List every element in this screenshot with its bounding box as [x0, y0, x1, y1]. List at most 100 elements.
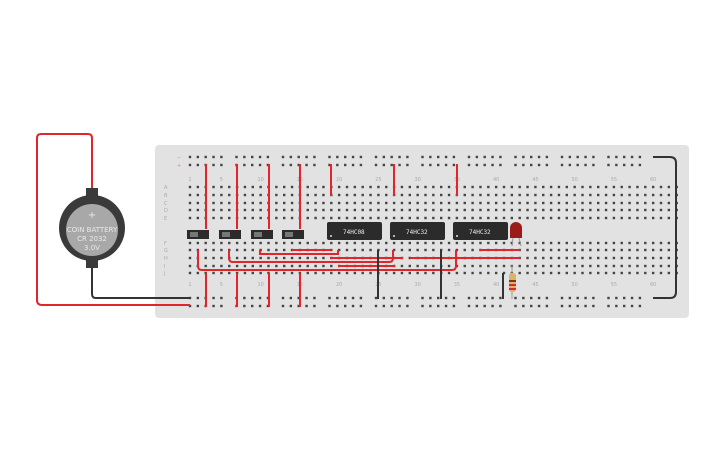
hole[interactable] [408, 208, 411, 212]
hole[interactable] [408, 271, 411, 275]
hole[interactable] [290, 216, 294, 220]
hole[interactable] [597, 256, 600, 260]
hole[interactable] [424, 248, 427, 252]
hole[interactable] [487, 201, 490, 205]
hole[interactable] [628, 201, 631, 205]
hole[interactable] [636, 248, 639, 252]
hole[interactable] [667, 185, 671, 189]
hole[interactable] [220, 163, 223, 167]
hole[interactable] [514, 155, 517, 159]
hole[interactable] [565, 208, 568, 212]
hole[interactable] [560, 296, 564, 300]
hole[interactable] [322, 271, 325, 275]
hole[interactable] [337, 185, 341, 189]
hole[interactable] [416, 241, 419, 245]
hole[interactable] [581, 201, 584, 205]
hole[interactable] [437, 155, 440, 159]
hole[interactable] [491, 155, 494, 159]
hole[interactable] [479, 193, 482, 197]
hole[interactable] [667, 256, 671, 260]
hole[interactable] [290, 256, 294, 260]
hole[interactable] [597, 193, 600, 197]
hole[interactable] [447, 208, 451, 212]
hole[interactable] [382, 163, 386, 167]
hole[interactable] [196, 155, 200, 159]
hole[interactable] [628, 264, 631, 268]
hole[interactable] [628, 216, 631, 220]
hole[interactable] [289, 155, 293, 159]
hole[interactable] [251, 296, 254, 300]
hole[interactable] [589, 271, 592, 275]
hole[interactable] [638, 163, 642, 167]
hole[interactable] [568, 296, 572, 300]
hole[interactable] [344, 163, 347, 167]
hole[interactable] [479, 264, 482, 268]
hole[interactable] [530, 163, 533, 167]
hole[interactable] [499, 155, 502, 159]
hole[interactable] [188, 155, 192, 159]
hole[interactable] [534, 208, 537, 212]
hole[interactable] [592, 163, 595, 167]
hole[interactable] [361, 185, 364, 189]
hole[interactable] [313, 304, 316, 308]
hole[interactable] [452, 296, 456, 300]
hole[interactable] [630, 155, 634, 159]
hole[interactable] [251, 155, 254, 159]
hole[interactable] [514, 304, 517, 308]
hole[interactable] [369, 248, 372, 252]
hole[interactable] [494, 216, 498, 220]
hole[interactable] [447, 201, 451, 205]
hole[interactable] [526, 201, 529, 205]
hole[interactable] [487, 271, 490, 275]
hole[interactable] [437, 304, 440, 308]
hole[interactable] [275, 248, 278, 252]
hole[interactable] [188, 264, 192, 268]
hole[interactable] [204, 241, 207, 245]
slide-switch-3[interactable] [251, 230, 273, 239]
hole[interactable] [196, 201, 200, 205]
hole[interactable] [667, 208, 671, 212]
hole[interactable] [612, 241, 616, 245]
hole[interactable] [369, 193, 372, 197]
hole[interactable] [549, 264, 553, 268]
hole[interactable] [281, 296, 285, 300]
hole[interactable] [589, 208, 592, 212]
hole[interactable] [589, 201, 592, 205]
hole[interactable] [353, 216, 357, 220]
hole[interactable] [385, 185, 388, 189]
hole[interactable] [251, 271, 254, 275]
hole[interactable] [518, 216, 521, 220]
hole[interactable] [612, 193, 616, 197]
hole[interactable] [467, 304, 471, 308]
hole[interactable] [392, 216, 396, 220]
hole[interactable] [361, 193, 364, 197]
hole[interactable] [377, 193, 380, 197]
hole[interactable] [266, 163, 270, 167]
hole[interactable] [518, 201, 521, 205]
hole[interactable] [630, 304, 634, 308]
hole[interactable] [289, 296, 293, 300]
hole[interactable] [502, 264, 506, 268]
hole[interactable] [545, 155, 549, 159]
hole[interactable] [322, 193, 325, 197]
hole[interactable] [408, 248, 411, 252]
slide-switch-4[interactable] [282, 230, 304, 239]
hole[interactable] [392, 248, 396, 252]
hole[interactable] [463, 185, 466, 189]
hole[interactable] [424, 241, 427, 245]
hole[interactable] [455, 208, 459, 212]
hole[interactable] [542, 193, 545, 197]
hole[interactable] [377, 185, 380, 189]
hole[interactable] [526, 264, 529, 268]
hole[interactable] [573, 193, 576, 197]
hole[interactable] [392, 241, 396, 245]
hole[interactable] [597, 208, 600, 212]
hole[interactable] [483, 304, 486, 308]
hole[interactable] [297, 296, 300, 300]
hole[interactable] [615, 163, 618, 167]
hole[interactable] [432, 248, 435, 252]
hole[interactable] [636, 264, 639, 268]
hole[interactable] [212, 248, 215, 252]
hole[interactable] [471, 185, 474, 189]
hole[interactable] [228, 264, 231, 268]
